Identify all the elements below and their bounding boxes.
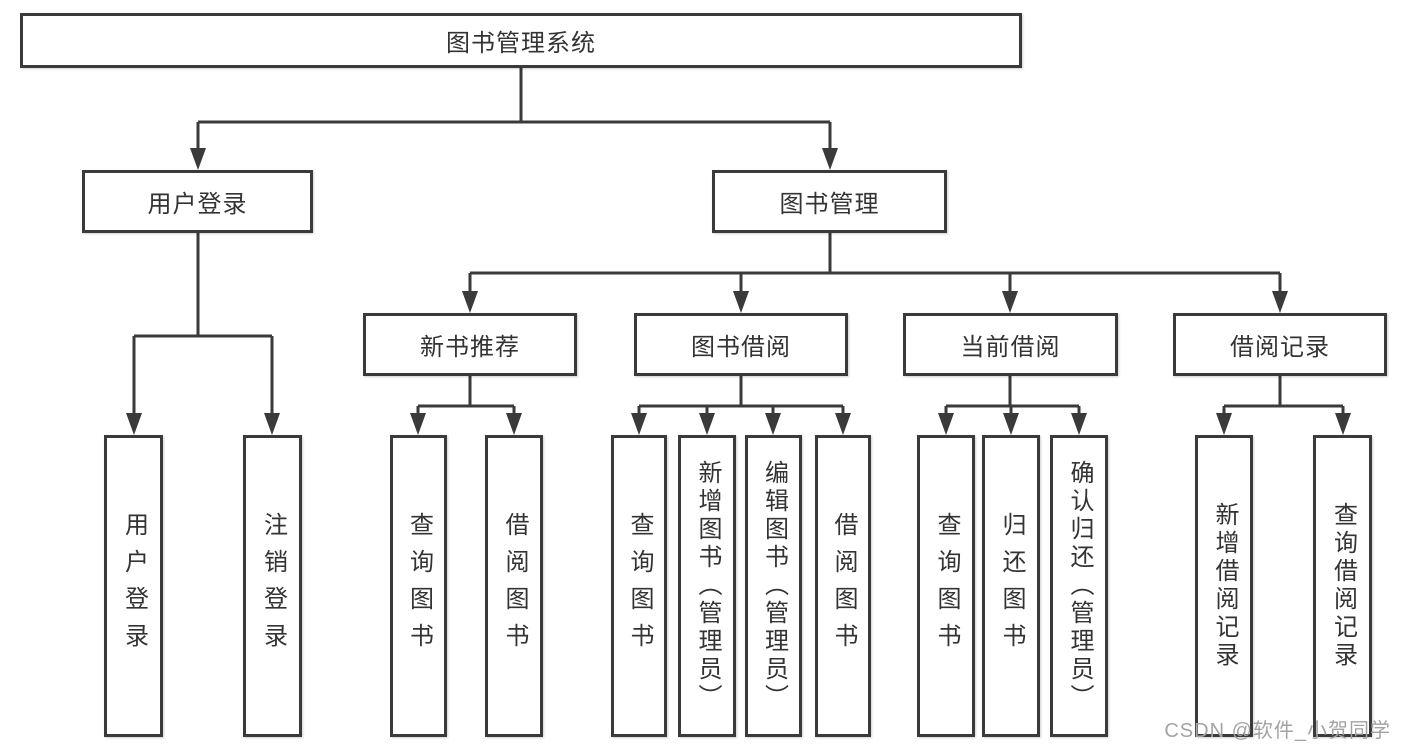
node-root-library-system: 图书管理系统 (20, 13, 1022, 68)
node-label: 新书推荐 (420, 334, 520, 361)
node-label: 图书借阅 (691, 334, 791, 361)
node-label: 新增图书（管理员） (694, 460, 721, 712)
leaf-user-login: 用户登录 (104, 435, 163, 737)
node-label: 借阅图书 (501, 512, 528, 660)
node-book-management: 图书管理 (712, 170, 947, 233)
leaf-query-books-current: 查询图书 (917, 435, 975, 737)
node-label: 查询图书 (405, 512, 433, 660)
leaf-add-books-admin: 新增图书（管理员） (678, 435, 736, 737)
node-label: 查询图书 (626, 512, 653, 660)
node-label: 注销登录 (259, 512, 287, 660)
leaf-borrow-books-recommend: 借阅图书 (485, 435, 543, 737)
node-current-borrowing: 当前借阅 (903, 313, 1118, 376)
node-label: 借阅图书 (830, 512, 857, 660)
leaf-borrow-books: 借阅图书 (815, 435, 871, 737)
node-label: 编辑图书（管理员） (760, 460, 788, 712)
node-label: 图书管理系统 (446, 30, 596, 57)
node-label: 借阅记录 (1230, 334, 1330, 361)
csdn-watermark: CSDN @软件_小贺同学 (1164, 720, 1391, 742)
leaf-add-borrow-record: 新增借阅记录 (1195, 435, 1253, 737)
node-label: 查询图书 (933, 512, 960, 660)
node-label: 用户登录 (120, 512, 148, 660)
node-label: 新增借阅记录 (1211, 502, 1238, 670)
node-new-book-recommend: 新书推荐 (363, 313, 577, 376)
leaf-query-borrow-record: 查询借阅记录 (1313, 435, 1372, 737)
leaf-confirm-return-admin: 确认归还（管理员） (1050, 435, 1108, 737)
leaf-query-books-recommend: 查询图书 (390, 435, 447, 737)
leaf-return-books: 归还图书 (982, 435, 1040, 737)
leaf-edit-books-admin: 编辑图书（管理员） (745, 435, 802, 737)
leaf-logout: 注销登录 (243, 435, 302, 737)
arrowheads (126, 148, 1351, 435)
node-borrowing-records: 借阅记录 (1173, 313, 1387, 376)
node-label: 图书管理 (779, 191, 880, 218)
node-label: 用户登录 (147, 191, 248, 218)
node-user-login-branch: 用户登录 (82, 170, 313, 233)
node-label: 归还图书 (998, 512, 1025, 660)
node-label: 查询借阅记录 (1329, 502, 1357, 670)
node-label: 确认归还（管理员） (1066, 460, 1093, 712)
leaf-query-books-borrowing: 查询图书 (611, 435, 667, 737)
node-label: 当前借阅 (960, 334, 1061, 361)
node-book-borrowing: 图书借阅 (634, 313, 848, 376)
